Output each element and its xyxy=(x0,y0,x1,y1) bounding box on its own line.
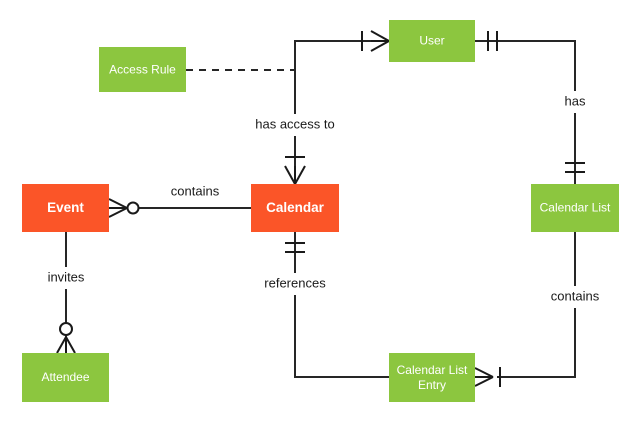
cardinality-user-left-one-to-many xyxy=(361,30,390,52)
entity-attendee-label: Attendee xyxy=(41,370,89,384)
relationship-label-contains-list-entry: contains xyxy=(551,288,600,303)
entity-calendar-box[interactable] xyxy=(251,184,339,232)
entity-access-rule-box[interactable] xyxy=(99,47,186,92)
entity-user[interactable]: User xyxy=(389,20,475,62)
entity-attendee[interactable]: Attendee xyxy=(22,353,109,402)
entity-calendar-list[interactable]: Calendar List xyxy=(531,184,619,232)
cardinality-entry-right-one-to-many xyxy=(474,367,501,387)
entity-user-box[interactable] xyxy=(389,20,475,62)
connector-references-to-entry xyxy=(294,295,389,378)
entity-calendar-list-entry-box[interactable] xyxy=(389,353,475,402)
entity-attendee-box[interactable] xyxy=(22,353,109,402)
cardinality-event-right-zero-or-many xyxy=(108,198,140,218)
cardinality-calendar-bottom-one-and-only-one xyxy=(285,242,305,253)
relationship-label-contains-event-calendar: contains xyxy=(171,183,220,198)
connector-user-to-has xyxy=(475,40,576,91)
connector-calendar-to-user xyxy=(294,40,389,114)
entity-event-box[interactable] xyxy=(22,184,109,232)
entity-calendar-list-entry-label-line1: Calendar List xyxy=(397,363,468,377)
cardinality-calendar-list-top-one-and-only-one xyxy=(565,162,585,173)
relationship-label-has-access-to: has access to xyxy=(255,116,335,131)
entity-calendar-list-entry[interactable]: Calendar List Entry xyxy=(389,353,475,402)
entity-user-label: User xyxy=(419,34,444,48)
relationship-label-references: references xyxy=(264,275,326,290)
entity-calendar-list-entry-label-line2: Entry xyxy=(418,378,446,392)
relationship-label-invites: invites xyxy=(48,269,85,284)
entity-event-label: Event xyxy=(47,200,84,215)
entity-access-rule[interactable]: Access Rule xyxy=(99,47,186,92)
entity-calendar[interactable]: Calendar xyxy=(251,184,339,232)
cardinality-user-right-one-and-only-one xyxy=(487,31,498,51)
entity-calendar-label: Calendar xyxy=(266,200,325,215)
cardinality-attendee-top-zero-or-many xyxy=(56,322,76,354)
entity-calendar-list-box[interactable] xyxy=(531,184,619,232)
cardinality-calendar-top-one-to-many xyxy=(284,156,306,185)
connector-contains-to-entry xyxy=(497,308,576,378)
entity-calendar-list-label: Calendar List xyxy=(540,201,611,215)
relationship-label-has: has xyxy=(565,93,586,108)
entity-event[interactable]: Event xyxy=(22,184,109,232)
entity-access-rule-label: Access Rule xyxy=(109,63,176,77)
